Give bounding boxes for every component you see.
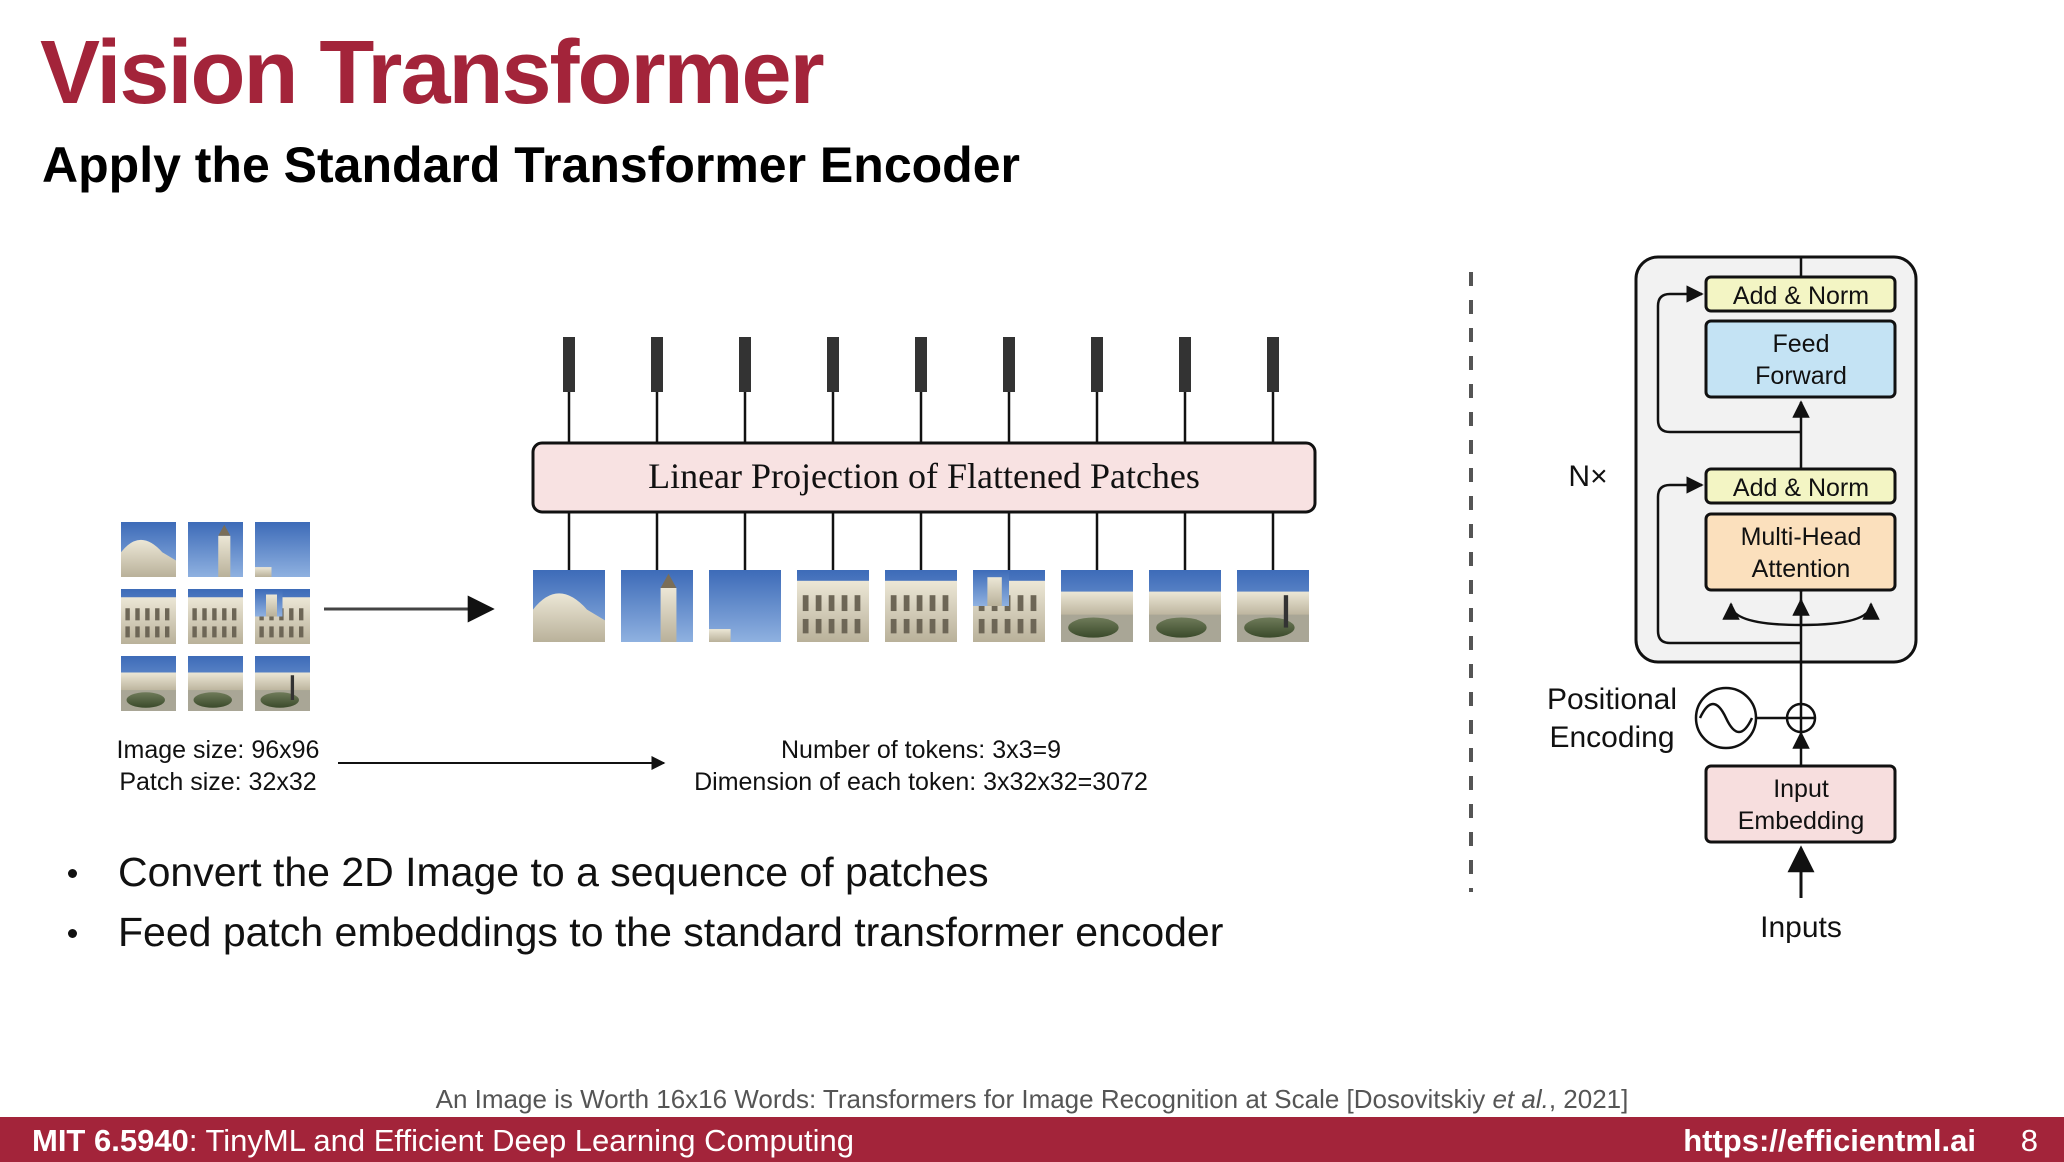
attention-label-1: Multi-Head bbox=[1741, 523, 1862, 551]
feed-forward-box bbox=[1704, 319, 1897, 399]
input-embedding-label-1: Input bbox=[1773, 775, 1829, 803]
image-size-label: Image size: 96x96 bbox=[117, 736, 320, 764]
image-patch-grid bbox=[121, 522, 310, 711]
image-patch bbox=[188, 656, 243, 711]
linear-projection-label: Linear Projection of Flattened Patches bbox=[648, 456, 1200, 496]
slide-title: Vision Transformer bbox=[40, 23, 825, 123]
image-patch bbox=[533, 570, 605, 642]
input-embedding-box bbox=[1704, 764, 1897, 844]
citation-suffix: , 2021] bbox=[1548, 1084, 1629, 1114]
image-patch bbox=[1237, 570, 1309, 642]
course-name: : TinyML and Efficient Deep Learning Com… bbox=[188, 1123, 854, 1158]
image-patch bbox=[121, 522, 176, 577]
image-patch bbox=[255, 656, 310, 711]
positional-label-1: Positional bbox=[1547, 683, 1677, 716]
add-norm-bottom-label: Add & Norm bbox=[1733, 474, 1869, 502]
positional-label-2: Encoding bbox=[1549, 721, 1674, 754]
image-patch bbox=[188, 522, 243, 577]
citation: An Image is Worth 16x16 Words: Transform… bbox=[0, 1084, 2064, 1115]
bullet-item: Convert the 2D Image to a sequence of pa… bbox=[62, 842, 1223, 902]
token-bar bbox=[1091, 337, 1103, 392]
course-url-link[interactable]: https://efficientml.ai bbox=[1683, 1123, 1976, 1158]
encoder-block bbox=[1634, 255, 1918, 664]
citation-prefix: An Image is Worth 16x16 Words: Transform… bbox=[435, 1084, 1493, 1114]
multi-head-attention-box bbox=[1704, 512, 1897, 592]
token-bar bbox=[1003, 337, 1015, 392]
token-count-label: Number of tokens: 3x3=9 bbox=[781, 736, 1061, 764]
projection-connectors bbox=[567, 512, 1275, 570]
image-patch bbox=[255, 522, 310, 577]
footer-bar: MIT 6.5940: TinyML and Efficient Deep Le… bbox=[0, 1117, 2064, 1162]
add-norm-bottom bbox=[1704, 467, 1897, 505]
input-embedding-label-2: Embedding bbox=[1738, 807, 1864, 835]
image-patch bbox=[621, 570, 693, 642]
feed-forward-label-1: Feed bbox=[1773, 330, 1830, 358]
image-patch bbox=[188, 589, 243, 644]
attention-label-2: Attention bbox=[1752, 555, 1851, 583]
bullet-item: Feed patch embeddings to the standard tr… bbox=[62, 902, 1223, 962]
token-bar bbox=[915, 337, 927, 392]
transformer-encoder: Add & Norm Feed Forward Add & Norm Multi… bbox=[1547, 255, 1918, 944]
image-patch bbox=[1061, 570, 1133, 642]
course-title: MIT 6.5940: TinyML and Efficient Deep Le… bbox=[32, 1123, 854, 1159]
token-bar bbox=[739, 337, 751, 392]
repeat-label: N× bbox=[1568, 460, 1607, 493]
image-patch bbox=[797, 570, 869, 642]
token-bar bbox=[1179, 337, 1191, 392]
course-code: MIT 6.5940 bbox=[32, 1123, 189, 1158]
token-dimension-label: Dimension of each token: 3x32x32=3072 bbox=[694, 768, 1148, 796]
image-patch bbox=[885, 570, 957, 642]
image-patch bbox=[121, 589, 176, 644]
token-bar bbox=[563, 337, 575, 392]
inputs-label: Inputs bbox=[1760, 911, 1842, 944]
linear-projection-box bbox=[531, 441, 1317, 514]
image-patch bbox=[709, 570, 781, 642]
image-patch bbox=[121, 656, 176, 711]
bullet-list: Convert the 2D Image to a sequence of pa… bbox=[62, 842, 1223, 962]
page-number: 8 bbox=[2020, 1123, 2038, 1158]
add-norm-top-label: Add & Norm bbox=[1733, 282, 1869, 310]
feed-forward-label-2: Forward bbox=[1755, 362, 1847, 390]
slide-subtitle: Apply the Standard Transformer Encoder bbox=[42, 137, 1020, 193]
output-tokens bbox=[563, 337, 1279, 443]
vit-diagram: Linear Projection of Flattened Patches I… bbox=[117, 255, 1918, 944]
token-bar bbox=[827, 337, 839, 392]
image-patch bbox=[1149, 570, 1221, 642]
image-patch bbox=[255, 589, 310, 644]
token-bar bbox=[651, 337, 663, 392]
citation-italic: et al. bbox=[1492, 1084, 1549, 1114]
patch-sequence bbox=[533, 570, 1309, 642]
token-bar bbox=[1267, 337, 1279, 392]
add-norm-top bbox=[1704, 275, 1897, 313]
patch-size-label: Patch size: 32x32 bbox=[119, 768, 316, 796]
image-patch bbox=[973, 570, 1045, 642]
